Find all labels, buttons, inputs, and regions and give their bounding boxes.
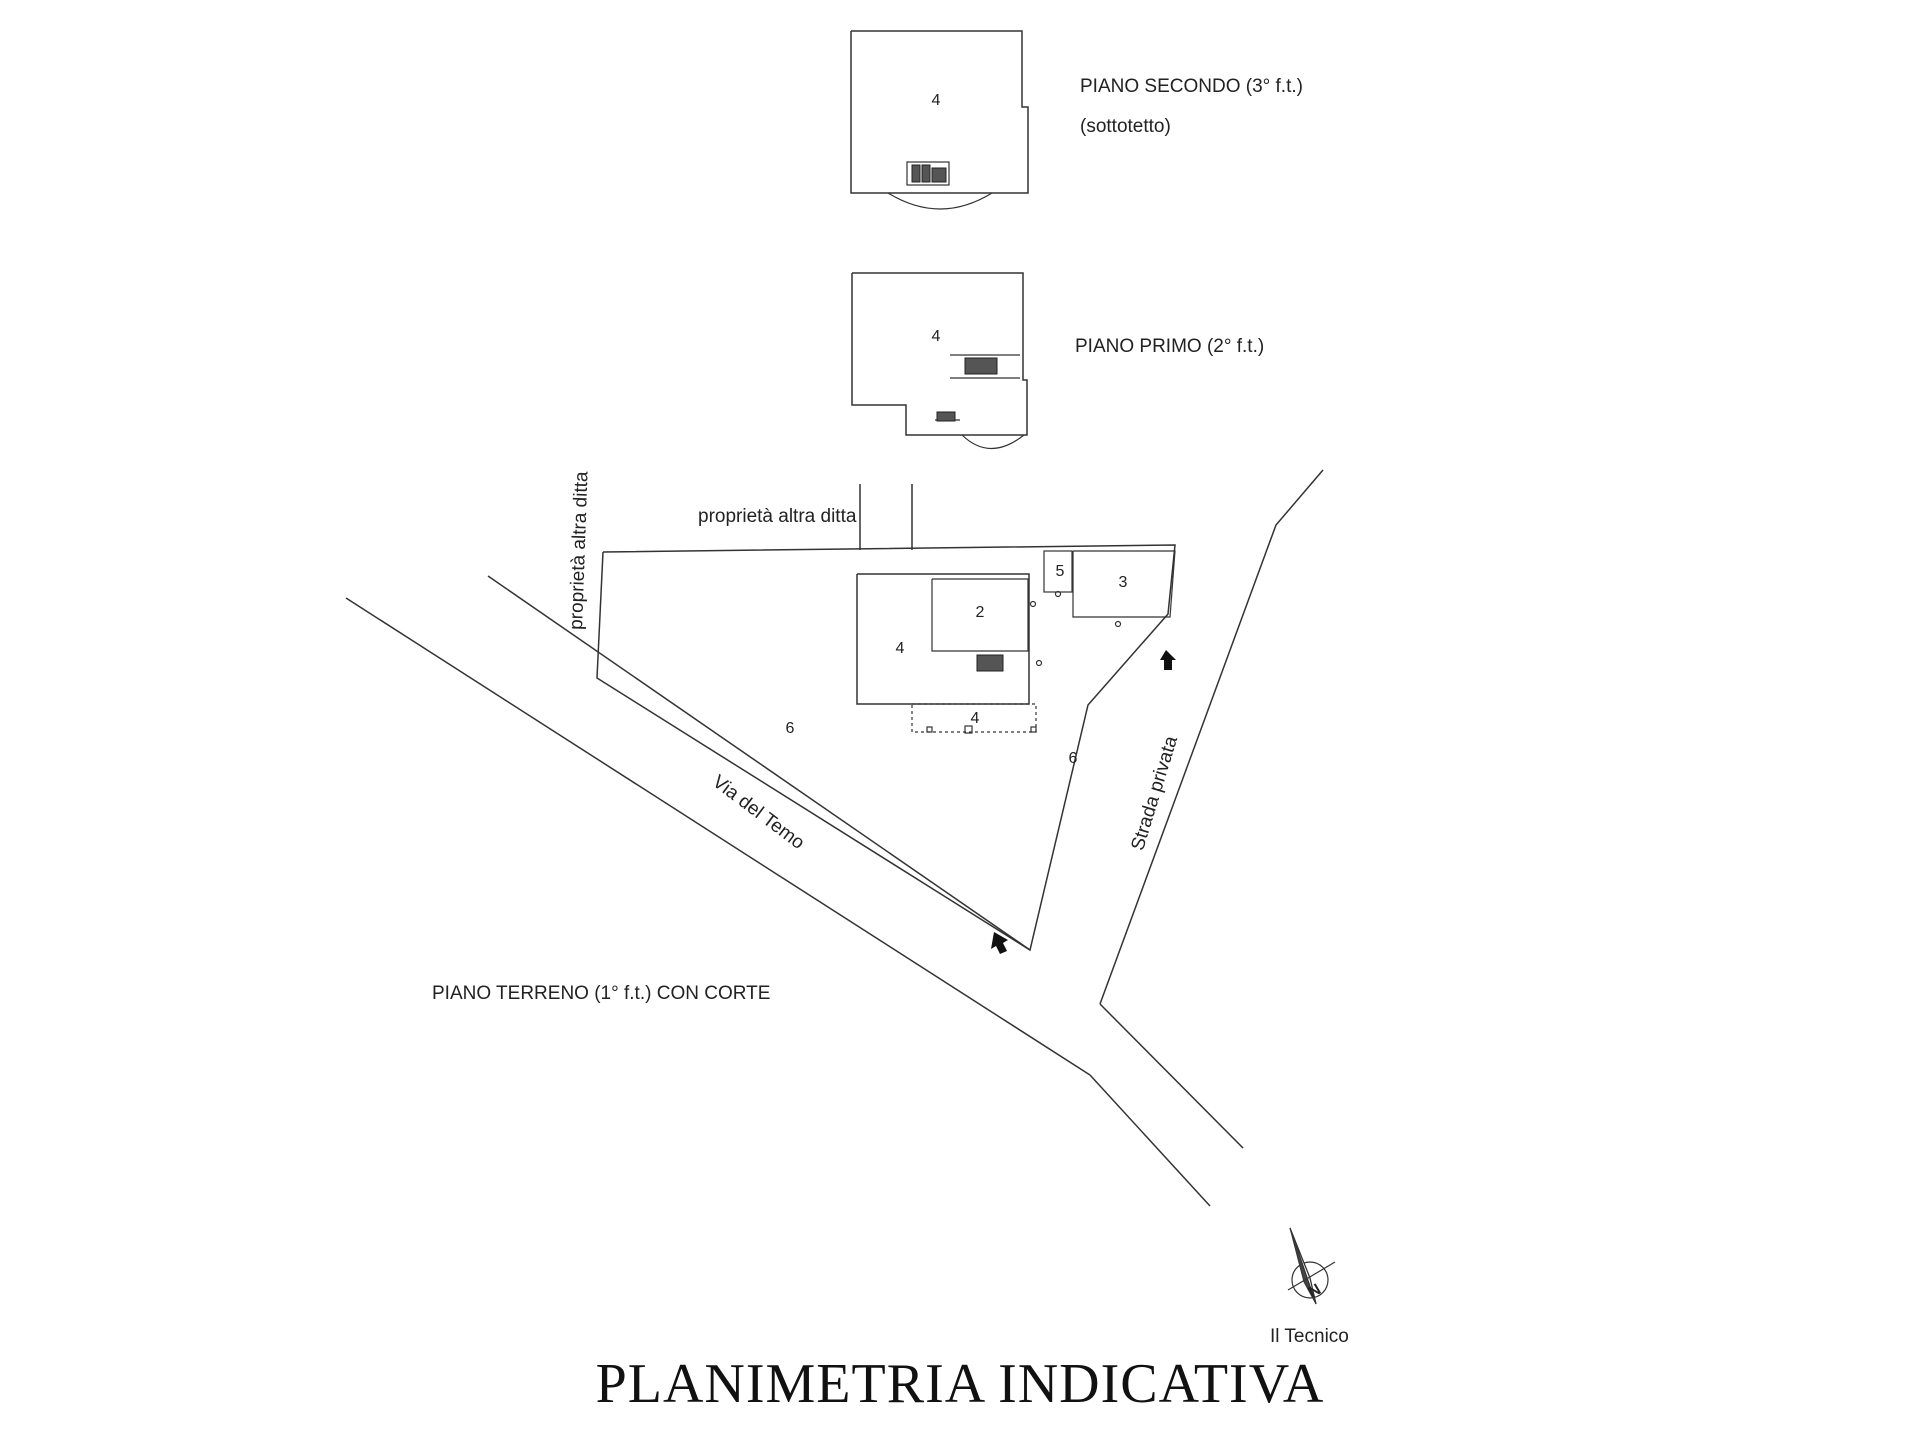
- room-number: 4: [896, 640, 905, 657]
- room-number: 6: [1069, 750, 1078, 767]
- first-floor-plan: 4 PIANO PRIMO (2° f.t.): [851, 272, 1264, 449]
- neighbour-top-label: proprietà altra ditta: [698, 506, 857, 527]
- strada-privata-label: Strada privata: [1127, 733, 1182, 853]
- ground-floor-title: PIANO TERRENO (1° f.t.) CON CORTE: [432, 983, 770, 1004]
- room-number: 5: [1056, 563, 1065, 580]
- room-number: 4: [932, 328, 941, 345]
- room-number: 4: [932, 92, 941, 109]
- second-floor-title: PIANO SECONDO (3° f.t.): [1080, 76, 1303, 97]
- entrance-arrow-icon: [1160, 650, 1176, 670]
- room-number: 2: [976, 604, 985, 621]
- stair-symbol: [935, 354, 1020, 422]
- room-number: 4: [971, 710, 980, 727]
- drawing-title: PLANIMETRIA INDICATIVA: [595, 1353, 1325, 1415]
- signature-label: Il Tecnico: [1270, 1326, 1349, 1347]
- neighbour-left-label: proprietà altra ditta: [566, 471, 593, 630]
- stair-symbol: [906, 161, 950, 186]
- first-floor-title: PIANO PRIMO (2° f.t.): [1075, 336, 1264, 357]
- entrance-arrow-icon: [991, 932, 1008, 954]
- via-del-temo-label: Via del Temo: [708, 771, 808, 853]
- room-number: 6: [786, 720, 795, 737]
- second-floor-subtitle: (sottotetto): [1080, 116, 1171, 137]
- second-floor-plan: 4 PIANO SECONDO (3° f.t.) (sottotetto): [850, 30, 1303, 210]
- ground-floor-plan: 2 4 4 5 3 6 6 proprietà altra ditta prop…: [566, 471, 1176, 952]
- north-arrow-icon: N: [1287, 1227, 1336, 1305]
- room-number: 3: [1119, 574, 1128, 591]
- stair-symbol: [976, 654, 1004, 672]
- roads: Via del Temo Strada privata: [345, 469, 1324, 1207]
